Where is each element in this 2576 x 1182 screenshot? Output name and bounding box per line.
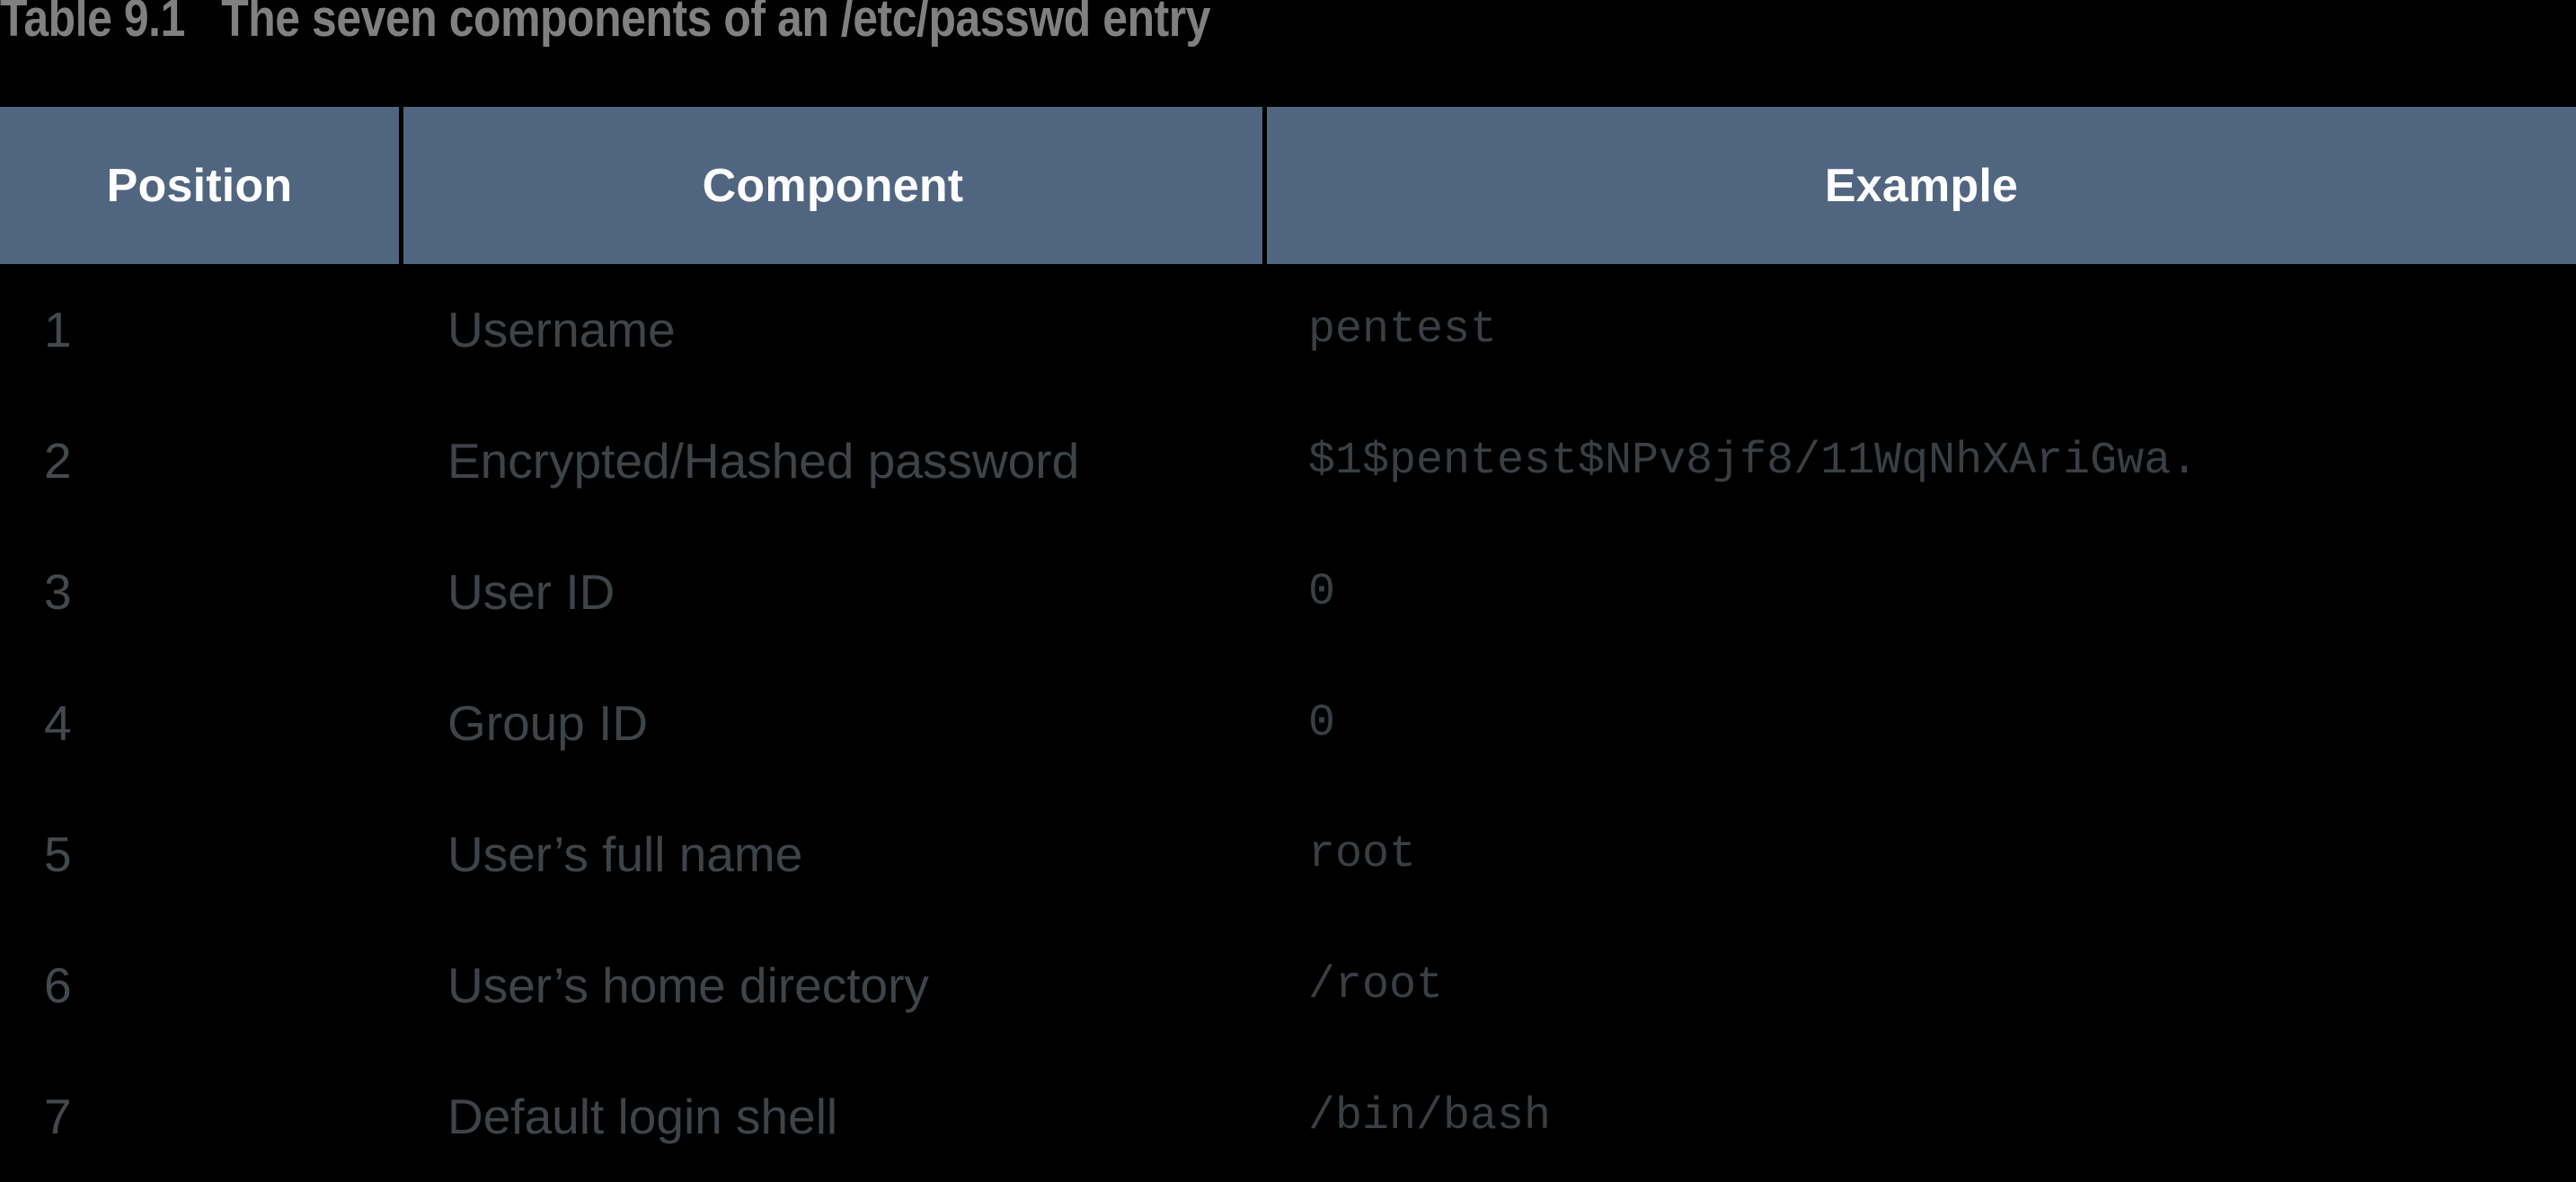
cell-component: Username — [447, 302, 676, 357]
cell-example: 0 — [1308, 566, 1336, 618]
cell-example: $1$pentest$NPv8jf8/11WqNhXAriGwa. — [1308, 435, 2199, 487]
table-row: 1 Username pentest — [0, 264, 2576, 395]
cell-component: User ID — [447, 564, 615, 620]
cell-position: 4 — [44, 695, 72, 751]
cell-example: root — [1308, 828, 1417, 880]
table-row: 5 User’s full name root — [0, 789, 2576, 920]
cell-position: 1 — [44, 302, 72, 357]
cell-component: Group ID — [447, 695, 649, 751]
table-row: 4 Group ID 0 — [0, 657, 2576, 789]
cell-example: /root — [1308, 959, 1444, 1011]
cell-position: 7 — [44, 1089, 72, 1144]
cell-example: pentest — [1308, 304, 1498, 356]
cell-example: 0 — [1308, 697, 1336, 749]
cell-component: Default login shell — [447, 1089, 838, 1144]
column-header-component: Component — [399, 107, 1262, 264]
cell-component: Encrypted/Hashed password — [447, 433, 1080, 489]
table-row: 2 Encrypted/Hashed password $1$pentest$N… — [0, 395, 2576, 526]
table-caption: Table 9.1 The seven components of an /et… — [0, 0, 1211, 48]
table-row: 6 User’s home directory /root — [0, 920, 2576, 1051]
cell-position: 3 — [44, 564, 72, 620]
cell-position: 6 — [44, 957, 72, 1013]
cell-component: User’s home directory — [447, 957, 929, 1013]
table-row: 7 Default login shell /bin/bash — [0, 1051, 2576, 1182]
cell-position: 5 — [44, 826, 72, 882]
cell-position: 2 — [44, 433, 72, 489]
table-row: 3 User ID 0 — [0, 526, 2576, 657]
table-body: 1 Username pentest 2 Encrypted/Hashed pa… — [0, 264, 2576, 1178]
cell-example: /bin/bash — [1308, 1090, 1552, 1142]
column-header-position: Position — [106, 159, 293, 212]
table-header-row: Position Component Example — [0, 107, 2576, 264]
column-header-example: Example — [1262, 107, 2576, 264]
cell-component: User’s full name — [447, 826, 803, 882]
